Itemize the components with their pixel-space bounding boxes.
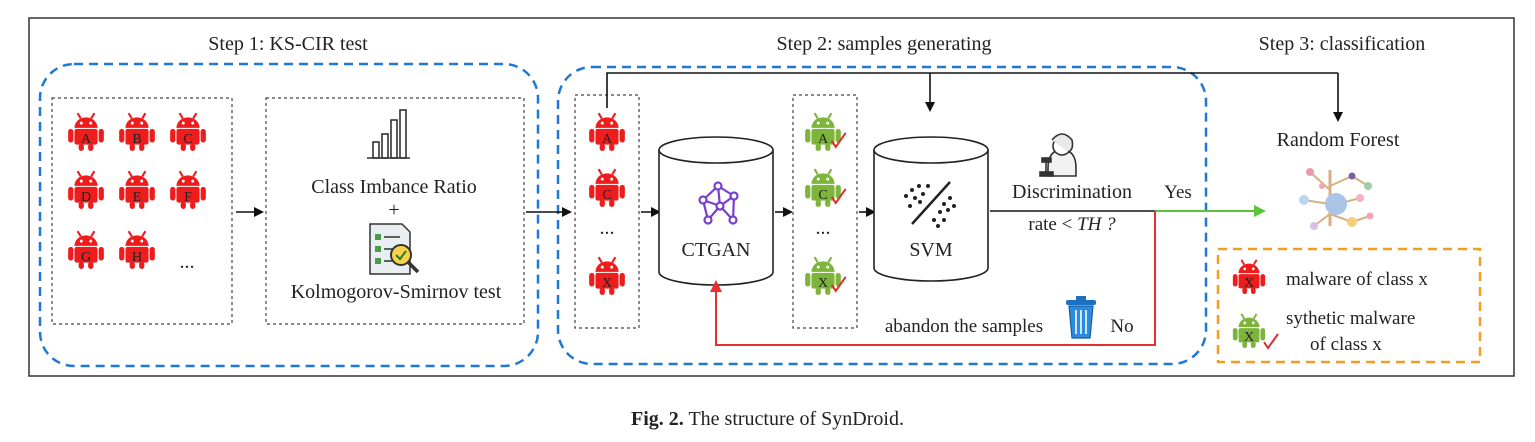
judge-icon: [1039, 133, 1077, 177]
malware-class-d-icon-letter: D: [81, 190, 91, 205]
synthetic-class-a-icon-letter: A: [818, 132, 829, 147]
malware-class-d-icon: D: [68, 171, 104, 209]
cir-label: Class Imbance Ratio: [311, 176, 477, 198]
malware-class-g-icon-letter: G: [81, 250, 91, 265]
legend-synthetic-icon: X: [1233, 314, 1279, 350]
synthetic-class-c-icon: C: [805, 169, 847, 207]
arrow-selected-top-line: [606, 72, 1338, 108]
malware-class-c-icon-letter: C: [183, 132, 192, 147]
checklist-magnifier-icon: [369, 223, 420, 275]
malware-class-a-icon-letter: A: [81, 132, 92, 147]
legend-synthetic-label-1: sythetic malware: [1286, 308, 1415, 329]
malware-class-g-icon: G: [68, 231, 104, 269]
synthetic-class-x-icon: X: [805, 257, 847, 295]
synthetic-class-c-icon-letter: C: [818, 188, 827, 203]
legend-malware-icon: X: [1233, 260, 1265, 294]
selected-class-c-icon: C: [589, 169, 625, 207]
selected-class-x-icon: X: [589, 257, 625, 295]
threshold-label: rate < TH ?: [1028, 214, 1116, 235]
synthetic-class-a-icon: A: [805, 113, 847, 151]
decision-tree-icon: [1299, 168, 1374, 230]
step1-title: Step 1: KS-CIR test: [208, 33, 368, 55]
step2-region: [556, 65, 1208, 366]
step3-title: Step 3: classification: [1259, 33, 1426, 55]
legend-synthetic-label-2: of class x: [1310, 334, 1382, 355]
selected-classes-column: A C X: [589, 113, 625, 295]
arrow-no-loop: [710, 211, 1156, 346]
malware-class-a-icon: A: [68, 113, 104, 151]
legend-synthetic-letter: X: [1244, 330, 1254, 345]
malware-class-h-icon-letter: H: [132, 250, 142, 265]
selected-class-a-icon: A: [589, 113, 625, 151]
synthetic-classes-column: A C X: [805, 113, 847, 295]
malware-class-e-icon: E: [119, 171, 155, 209]
step1-region: [38, 62, 540, 368]
classifier-label: Random Forest: [1277, 129, 1400, 151]
abandon-label: abandon the samples: [885, 316, 1043, 337]
selected-ellipsis: ...: [600, 217, 615, 239]
svm-separator-icon: [904, 181, 956, 228]
ks-test-label: Kolmogorov-Smirnov test: [291, 281, 502, 303]
figure-caption: Fig. 2. The structure of SynDroid.: [0, 408, 1535, 431]
malware-class-f-icon: F: [170, 171, 206, 209]
legend-box: [1216, 247, 1482, 364]
synthetic-classes-box: [792, 94, 858, 329]
caption-prefix: Fig. 2.: [631, 408, 684, 430]
svm-cylinder: [873, 136, 989, 282]
neural-network-icon: [698, 181, 739, 225]
synthetic-ellipsis: ...: [816, 217, 831, 239]
synthetic-class-x-icon-letter: X: [818, 276, 828, 291]
malware-class-f-icon-letter: F: [184, 190, 192, 205]
step2-title: Step 2: samples generating: [777, 33, 992, 55]
malware-class-b-icon: B: [119, 113, 155, 151]
malware-class-grid: A B C D E F G H: [68, 113, 206, 269]
selected-class-c-icon-letter: C: [602, 188, 611, 203]
caption-text: The structure of SynDroid.: [688, 408, 904, 430]
ctgan-label: CTGAN: [682, 239, 751, 261]
malware-dataset-box: [51, 97, 233, 325]
ctgan-cylinder: [658, 136, 774, 286]
malware-class-b-icon-letter: B: [132, 132, 141, 147]
no-label: No: [1110, 316, 1133, 337]
malware-class-h-icon: H: [119, 231, 155, 269]
discrimination-label: Discrimination: [1012, 181, 1132, 203]
legend-malware-letter: X: [1244, 276, 1254, 291]
trash-bin-icon: [1066, 296, 1096, 339]
kscir-box: [265, 97, 525, 325]
malware-class-c-icon: C: [170, 113, 206, 151]
legend-malware-label: malware of class x: [1286, 269, 1428, 290]
bar-chart-icon: [367, 109, 410, 159]
dataset-ellipsis: ...: [180, 251, 195, 273]
selected-class-a-icon-letter: A: [602, 132, 613, 147]
plus-sign: +: [388, 199, 399, 221]
yes-label: Yes: [1164, 182, 1192, 203]
svm-label: SVM: [909, 239, 953, 261]
selected-class-x-icon-letter: X: [602, 276, 612, 291]
malware-class-e-icon-letter: E: [133, 190, 142, 205]
figure-frame: [28, 17, 1515, 377]
